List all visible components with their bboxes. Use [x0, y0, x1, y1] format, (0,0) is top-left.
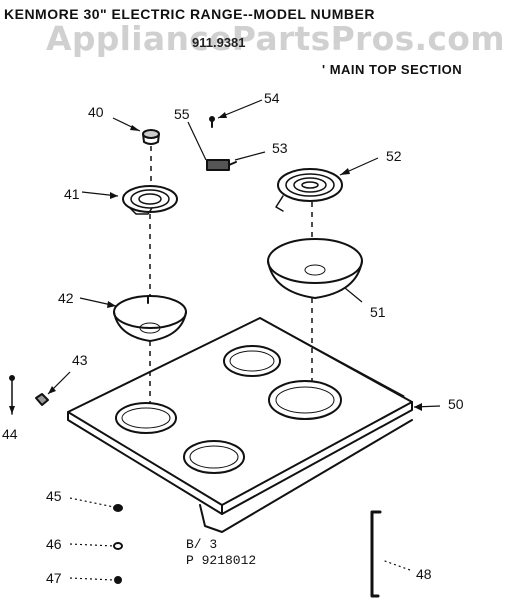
- element-knob-cap: [142, 129, 160, 145]
- part-label-47: 47: [46, 570, 62, 586]
- side-trim-bracket: [370, 510, 382, 598]
- part-label-43: 43: [72, 352, 88, 368]
- section-label: ' MAIN TOP SECTION: [322, 62, 463, 77]
- large-drip-pan: [267, 238, 363, 299]
- part-label-45: 45: [46, 488, 62, 504]
- part-label-42: 42: [58, 290, 74, 306]
- reference-code-line2: P 9218012: [186, 553, 257, 568]
- part-label-40: 40: [88, 104, 104, 120]
- part-label-50: 50: [448, 396, 464, 412]
- screws: [113, 504, 123, 584]
- part-label-46: 46: [46, 536, 62, 552]
- mounting-clip: [35, 393, 49, 406]
- part-label-41: 41: [64, 186, 80, 202]
- reference-code-line1: B/ 3: [186, 537, 218, 552]
- part-label-52: 52: [386, 148, 402, 164]
- part-label-55: 55: [174, 106, 190, 122]
- small-surface-element: [122, 185, 178, 215]
- model-number: 911.9381: [192, 35, 246, 50]
- cooktop-panel: [67, 317, 413, 533]
- diagram-title: KENMORE 30" ELECTRIC RANGE--MODEL NUMBER: [4, 6, 375, 22]
- terminal-block: [206, 116, 237, 171]
- watermark: AppliancePartsPros.com: [46, 19, 505, 58]
- part-label-54: 54: [264, 90, 280, 106]
- part-label-51: 51: [370, 304, 386, 320]
- small-drip-pan: [113, 295, 187, 342]
- part-label-44: 44: [2, 426, 18, 442]
- part-label-48: 48: [416, 566, 432, 582]
- part-label-53: 53: [272, 140, 288, 156]
- large-surface-element: [275, 168, 343, 212]
